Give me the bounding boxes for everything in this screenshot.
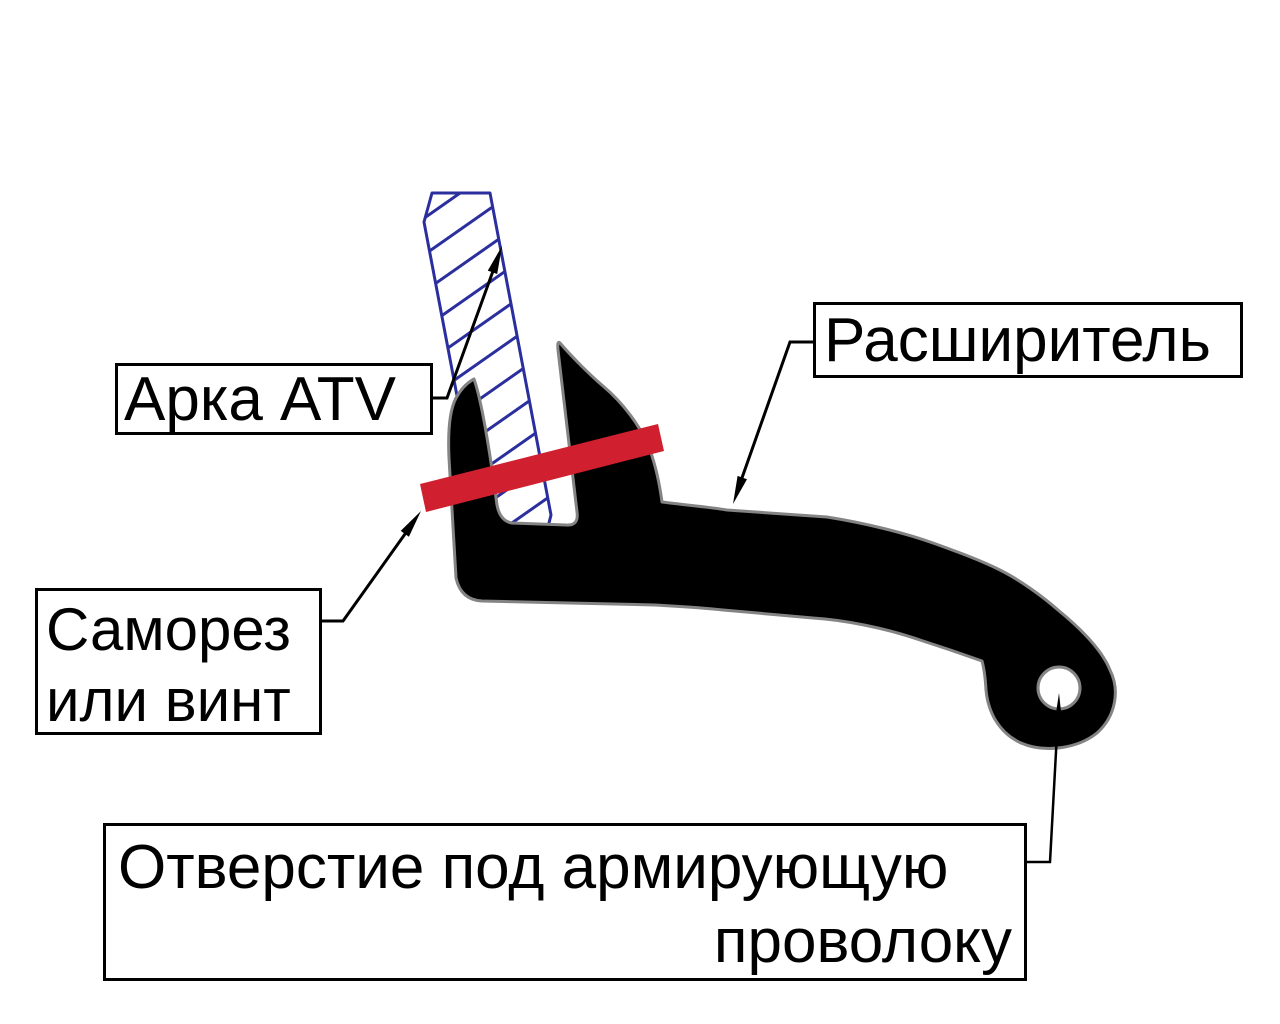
arch-leader-line — [432, 259, 499, 400]
label-hole-line2: проволоку — [713, 907, 1012, 976]
hole-leader-arrowhead — [1054, 693, 1063, 725]
screw-leader-arrowhead — [400, 511, 421, 537]
expander-leader-line — [735, 340, 815, 493]
label-screw-line2: или винт — [46, 667, 291, 734]
atv-arch-hatch-fill — [424, 193, 551, 527]
label-expander-text: Расширитель — [824, 306, 1211, 375]
expander-part — [447, 340, 1117, 750]
hole-leader-line — [1027, 714, 1060, 864]
expander-leader-arrowhead — [733, 475, 747, 504]
label-screw-line1: Саморез — [46, 596, 291, 663]
atv-arch-part — [422, 191, 553, 528]
screw-bar — [420, 424, 664, 512]
label-screw: Саморез или винт — [35, 588, 322, 735]
label-expander: Расширитель — [813, 302, 1243, 378]
screw-leader-line — [322, 526, 412, 623]
hole-leader — [1027, 693, 1063, 864]
screw-leader — [322, 511, 421, 623]
expander-leader — [733, 340, 815, 504]
label-hole: Отверстие под армирующую проволоку — [103, 823, 1027, 981]
atv-arch-outline — [422, 191, 553, 528]
arch-leader-arrowhead — [487, 246, 502, 274]
label-hole-line1: Отверстие под армирующую — [118, 833, 949, 902]
label-arch-text: Арка ATV — [124, 365, 397, 434]
label-arch: Арка ATV — [115, 363, 433, 435]
arch-leader — [432, 246, 502, 400]
